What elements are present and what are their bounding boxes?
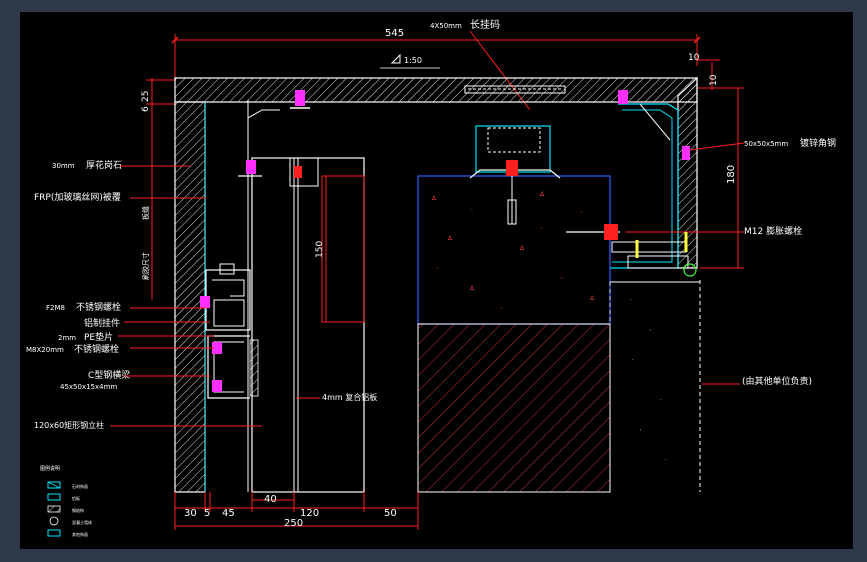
dim-10-top-label: 10 <box>688 53 700 63</box>
left-vert-a: 板缝 <box>141 206 150 220</box>
column-bolt-2 <box>246 160 256 174</box>
dim-180-label: 180 <box>726 165 737 184</box>
granite-label: 厚花岗石 <box>86 159 122 171</box>
legend-item-3: 混凝土墙体 <box>72 519 92 525</box>
scale-marker: 1:50 <box>380 53 440 69</box>
side-bolt <box>682 146 690 160</box>
dim-120-label: 120 <box>300 508 319 519</box>
granite-slab <box>174 76 698 493</box>
m8-label: 不锈钢螺栓 <box>74 343 119 355</box>
legend-item-0: 石材饰面 <box>72 483 88 489</box>
hook-label: 长挂码 <box>470 18 500 31</box>
dim-left: 25 6 板缝 刷胶尺寸 <box>141 78 176 300</box>
svg-text:◦: ◦ <box>560 275 564 282</box>
left-vert-b: 刷胶尺寸 <box>141 252 150 280</box>
svg-text:.: . <box>665 456 667 462</box>
svg-text:Δ: Δ <box>520 245 525 252</box>
dim-45-label: 45 <box>222 508 235 519</box>
m12-bolt <box>566 224 620 240</box>
legend-item-1: 铝板 <box>72 495 80 501</box>
column-label: 120x60矩形钢立柱 <box>34 420 104 430</box>
svg-text:◦: ◦ <box>540 225 544 232</box>
svg-text:◦: ◦ <box>500 305 504 312</box>
dim-545-label: 545 <box>385 28 404 39</box>
svg-text:◦: ◦ <box>470 207 474 214</box>
svg-text:,: , <box>650 326 652 332</box>
dim-10-right-label: 10 <box>709 74 719 86</box>
dim-5-label: 5 <box>204 508 210 519</box>
hook-size-label: 4X50mm <box>430 22 462 30</box>
dim-right-180: 180 <box>698 87 744 269</box>
c-beam-label: C型钢横梁 <box>88 369 130 381</box>
others-label: (由其他单位负责) <box>742 375 812 387</box>
frp-label: FRP(加玻璃丝网)被覆 <box>34 191 121 203</box>
legend-item-2: 钢结构 <box>72 507 84 513</box>
bolt-label: 不锈钢螺栓 <box>76 301 121 313</box>
svg-text:Δ: Δ <box>540 191 545 198</box>
hook-slot <box>464 85 566 94</box>
legend-item-4: 其他饰面 <box>72 531 88 537</box>
svg-text:Δ: Δ <box>470 285 475 292</box>
angle-steel <box>607 103 689 269</box>
dim-50-label: 50 <box>384 508 397 519</box>
svg-text:,: , <box>640 426 642 432</box>
dim-top-total: 545 <box>171 28 701 78</box>
bolt-spec-label: F2M8 <box>46 304 65 312</box>
svg-text:.: . <box>630 296 632 302</box>
dim-top-right: 10 10 <box>688 53 720 90</box>
legend-title: 图例说明 <box>40 465 60 472</box>
svg-text:Δ: Δ <box>590 295 595 302</box>
pad-label: PE垫片 <box>84 331 113 343</box>
pad-thk-label: 2mm <box>58 334 76 342</box>
composite-label: 4mm 复合铝板 <box>322 392 377 402</box>
c-beam <box>207 335 259 399</box>
seal-ring <box>683 263 697 277</box>
svg-text:.: . <box>660 396 662 402</box>
dim-bottom: 30 5 45 40 120 50 250 <box>174 492 419 530</box>
svg-text:◦: ◦ <box>580 209 584 216</box>
angle-name-label: 镀锌角钢 <box>800 137 836 149</box>
dim-30-label: 30 <box>184 508 197 519</box>
svg-text:.: . <box>632 356 634 362</box>
anchor-bracket <box>469 125 561 225</box>
column-bolt <box>294 166 302 178</box>
granite-thk-label: 30mm <box>52 162 75 170</box>
al-hanger <box>200 263 251 331</box>
angle-size-label: 50x50x5mm <box>744 140 788 148</box>
steel-column <box>247 100 365 493</box>
dim-25-label: 25 <box>141 91 151 102</box>
dim-40-label: 40 <box>264 494 277 505</box>
svg-text:Δ: Δ <box>448 235 453 242</box>
concrete-wall: Δ ◦ Δ Δ ◦ Δ ◦ Δ ◦ Δ ◦ ◦ <box>417 175 611 493</box>
dim-6-label: 6 <box>141 106 151 112</box>
m12-label: M12 膨胀螺栓 <box>744 225 802 237</box>
legend: 图例说明 石材饰面 铝板 钢结构 混凝土墙体 其他饰面 <box>40 465 92 537</box>
c-beam-spec-label: 45x50x15x4mm <box>60 383 117 391</box>
m8-spec-label: M8X20mm <box>26 346 64 354</box>
svg-text:◦: ◦ <box>436 265 440 272</box>
svg-text:Δ: Δ <box>432 195 437 202</box>
scale-label: 1:50 <box>404 56 422 65</box>
section-drawing: 545 10 10 4X50mm 长挂码 1:50 25 <box>26 18 836 537</box>
dim-150-label: 150 <box>315 241 325 258</box>
top-bolt-left <box>290 90 310 109</box>
top-bolt-right <box>618 90 628 104</box>
drawing-viewport[interactable]: 545 10 10 4X50mm 长挂码 1:50 25 <box>20 12 853 549</box>
al-hook-label: 铝制挂件 <box>84 317 120 329</box>
left-annotations: 30mm 厚花岗石 FRP(加玻璃丝网)被覆 F2M8 不锈钢螺栓 铝制挂件 2… <box>26 159 262 430</box>
others-region: .,. .,. <box>609 280 701 492</box>
dim-250-label: 250 <box>284 518 303 529</box>
